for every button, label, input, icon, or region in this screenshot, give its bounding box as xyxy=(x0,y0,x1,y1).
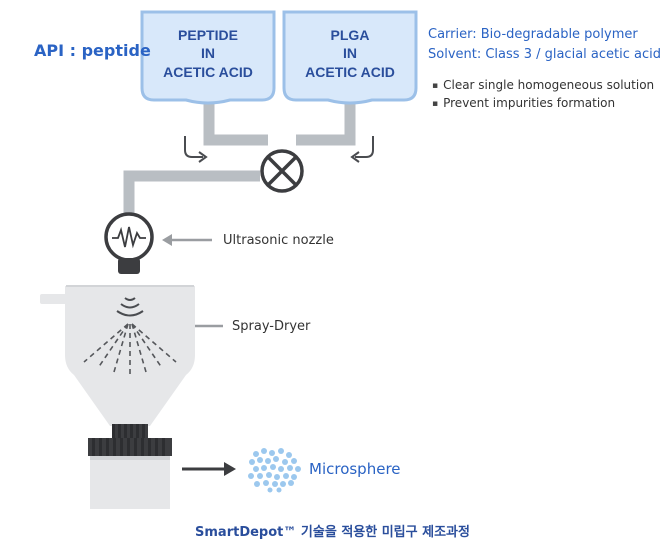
valve-x-icon xyxy=(260,149,304,193)
tank-peptide-line-3: ACETIC ACID xyxy=(163,64,253,80)
ultrasonic-nozzle xyxy=(104,212,154,274)
spray-dryer xyxy=(40,285,195,509)
tank-plga-line-1: PLGA xyxy=(331,27,370,43)
microsphere-label: Microsphere xyxy=(309,460,401,478)
ultrasonic-nozzle-label: Ultrasonic nozzle xyxy=(223,233,334,248)
solvent-text: Solvent: Class 3 / glacial acetic acid xyxy=(428,47,661,62)
spray-dryer-label: Spray-Dryer xyxy=(232,319,311,334)
tank-peptide-line-2: IN xyxy=(201,45,215,61)
bullet-item: Prevent impurities formation xyxy=(432,96,615,110)
curved-down-arrow-icon xyxy=(350,136,374,163)
waveform-icon xyxy=(112,226,146,249)
bullet-item: Clear single homogeneous solution xyxy=(432,78,654,92)
ultrasound-waves-icon xyxy=(116,297,144,317)
figure-caption: SmartDepot™ 기술을 적용한 미립구 제조과정 xyxy=(195,525,470,540)
arrow-right-icon xyxy=(182,462,236,476)
tank-plga: PLGA IN ACETIC ACID xyxy=(282,10,418,105)
spray-pattern xyxy=(83,323,177,374)
tank-peptide: PEPTIDE IN ACETIC ACID xyxy=(140,10,276,105)
microsphere-cluster xyxy=(248,448,301,493)
pipes xyxy=(123,102,356,214)
tank-plga-line-2: IN xyxy=(343,45,357,61)
curved-down-arrow-icon xyxy=(184,136,208,163)
tank-peptide-line-1: PEPTIDE xyxy=(178,27,238,43)
tank-plga-line-3: ACETIC ACID xyxy=(305,64,395,80)
arrow-left-icon xyxy=(162,234,212,246)
carrier-text: Carrier: Bio-degradable polymer xyxy=(428,27,638,42)
api-label: API : peptide xyxy=(34,41,151,60)
